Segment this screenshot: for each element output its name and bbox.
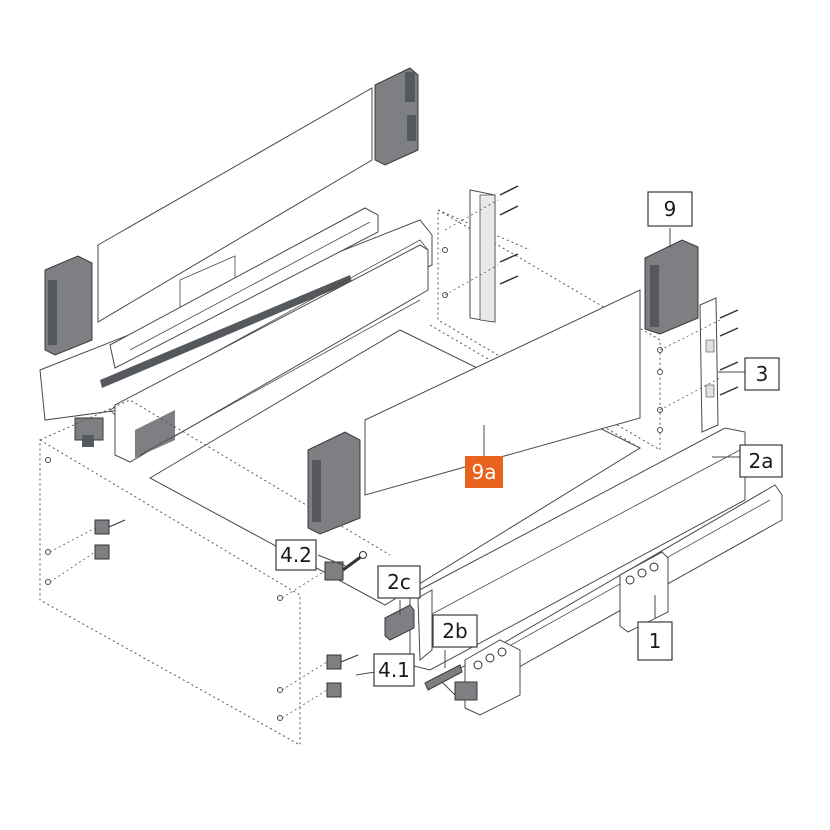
svg-text:2a: 2a bbox=[749, 449, 774, 473]
cabinet-holes-left bbox=[45, 457, 283, 721]
label-4-1: 4.1 bbox=[373, 653, 415, 687]
right-slide-rail bbox=[439, 484, 783, 716]
label-2a: 2a bbox=[739, 444, 783, 478]
left-front-bracket bbox=[44, 255, 93, 356]
label-4-2: 4.2 bbox=[275, 539, 317, 571]
label-1: 1 bbox=[637, 621, 673, 661]
left-cabinet-adjusters bbox=[94, 519, 126, 560]
rail-front-clip bbox=[454, 681, 478, 701]
front-bracket-center bbox=[307, 431, 361, 535]
svg-text:9: 9 bbox=[664, 197, 677, 221]
label-3: 3 bbox=[744, 357, 780, 391]
label-9a: 9a bbox=[465, 456, 503, 488]
left-inner-profile bbox=[114, 244, 429, 463]
label-2c: 2c bbox=[377, 565, 421, 599]
left-clip-small bbox=[82, 435, 94, 447]
rear-fixing-bracket-center bbox=[469, 185, 519, 323]
front-bracket-9 bbox=[644, 239, 699, 335]
svg-text:2c: 2c bbox=[387, 570, 411, 594]
inner-front-panel bbox=[364, 289, 641, 496]
svg-text:4.1: 4.1 bbox=[378, 658, 410, 682]
back-panel bbox=[97, 87, 373, 323]
assembly-guides bbox=[49, 199, 721, 719]
leader-lines bbox=[317, 228, 745, 676]
cover-strip-2b bbox=[424, 664, 463, 691]
svg-text:4.2: 4.2 bbox=[280, 543, 312, 567]
back-connector bbox=[374, 67, 419, 166]
right-side-front bbox=[417, 589, 433, 662]
left-slide-rail bbox=[109, 207, 379, 369]
adjusters-4-1 bbox=[326, 654, 359, 698]
svg-text:2b: 2b bbox=[442, 619, 467, 643]
svg-text:1: 1 bbox=[649, 629, 662, 653]
cabinet-holes-right bbox=[442, 247, 663, 433]
svg-text:3: 3 bbox=[756, 362, 769, 386]
rear-bracket-3 bbox=[699, 297, 739, 433]
svg-text:9a: 9a bbox=[472, 460, 497, 484]
label-9: 9 bbox=[647, 191, 693, 227]
label-2b: 2b bbox=[432, 614, 478, 648]
cover-cap-2c bbox=[384, 604, 415, 641]
cabinet-left-side bbox=[39, 399, 391, 746]
